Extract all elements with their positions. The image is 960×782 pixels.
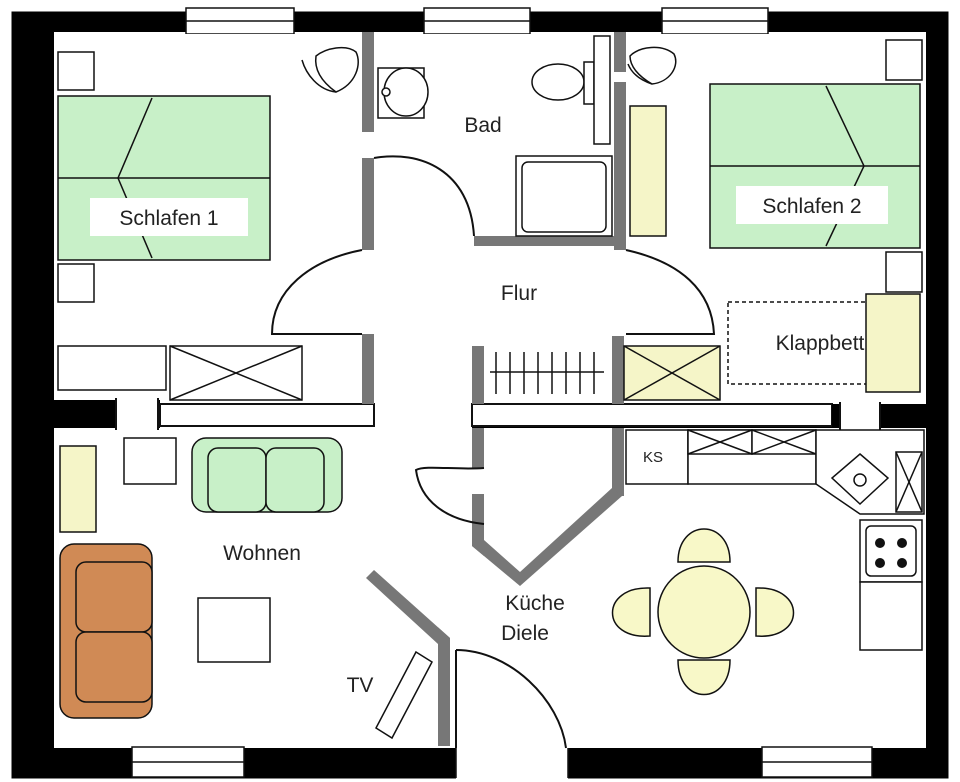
- washbasin-icon: [377, 67, 429, 119]
- chair-icon: [301, 46, 359, 93]
- fridge-icon: [625, 429, 689, 485]
- room-label-kitchen-line1: Küche: [505, 592, 565, 615]
- coffee-table-icon: [197, 597, 271, 663]
- bathroom: Bad: [377, 35, 613, 237]
- door-swings: [270, 155, 716, 749]
- label-tv: TV: [347, 674, 374, 697]
- living-room: Wohnen TV: [59, 437, 433, 740]
- bath-cabinet-icon: [593, 35, 611, 145]
- bedroom-1: Schlafen 1: [57, 46, 359, 401]
- shower-icon: [515, 155, 613, 237]
- dining-table-icon: [611, 528, 795, 696]
- kitchen-cabinet-icon: [859, 581, 923, 651]
- nightstand-icon: [57, 263, 95, 303]
- tv-icon: [375, 650, 433, 740]
- armchair-icon: [191, 437, 343, 513]
- chair-icon: [627, 46, 677, 85]
- coat-rack-icon: [490, 352, 604, 394]
- wardrobe-icon: [629, 105, 667, 237]
- room-label-living: Wohnen: [223, 542, 301, 565]
- room-label-kitchen-line2: Diele: [501, 622, 549, 645]
- entrance-opening: [455, 746, 569, 780]
- toilet-icon: [531, 61, 595, 105]
- sofa-icon: [59, 543, 153, 719]
- nightstand-icon: [885, 39, 923, 81]
- sink-icon: [830, 453, 890, 506]
- foldaway-bed-cabinet-icon: [865, 293, 921, 393]
- side-table-icon: [123, 437, 177, 485]
- label-fridge: KS: [643, 449, 663, 466]
- kitchen: KS: [501, 429, 925, 696]
- room-label-bedroom-2: Schlafen 2: [762, 195, 861, 218]
- horizontal-wall: [54, 400, 926, 428]
- stove-icon: [859, 519, 923, 583]
- hallway: Flur: [490, 282, 604, 394]
- room-label-hallway: Flur: [501, 282, 537, 305]
- shelf-icon: [59, 445, 97, 533]
- bedroom-2: Schlafen 2 Klappbett: [623, 39, 923, 401]
- wardrobe-icon: [57, 345, 167, 391]
- interior-walls-top: [362, 32, 626, 746]
- room-label-bathroom: Bad: [464, 114, 501, 137]
- nightstand-icon: [57, 51, 95, 91]
- windows: [131, 7, 873, 778]
- nightstand-icon: [885, 251, 923, 293]
- room-label-bedroom-1: Schlafen 1: [119, 207, 218, 230]
- label-foldbed: Klappbett: [776, 332, 865, 355]
